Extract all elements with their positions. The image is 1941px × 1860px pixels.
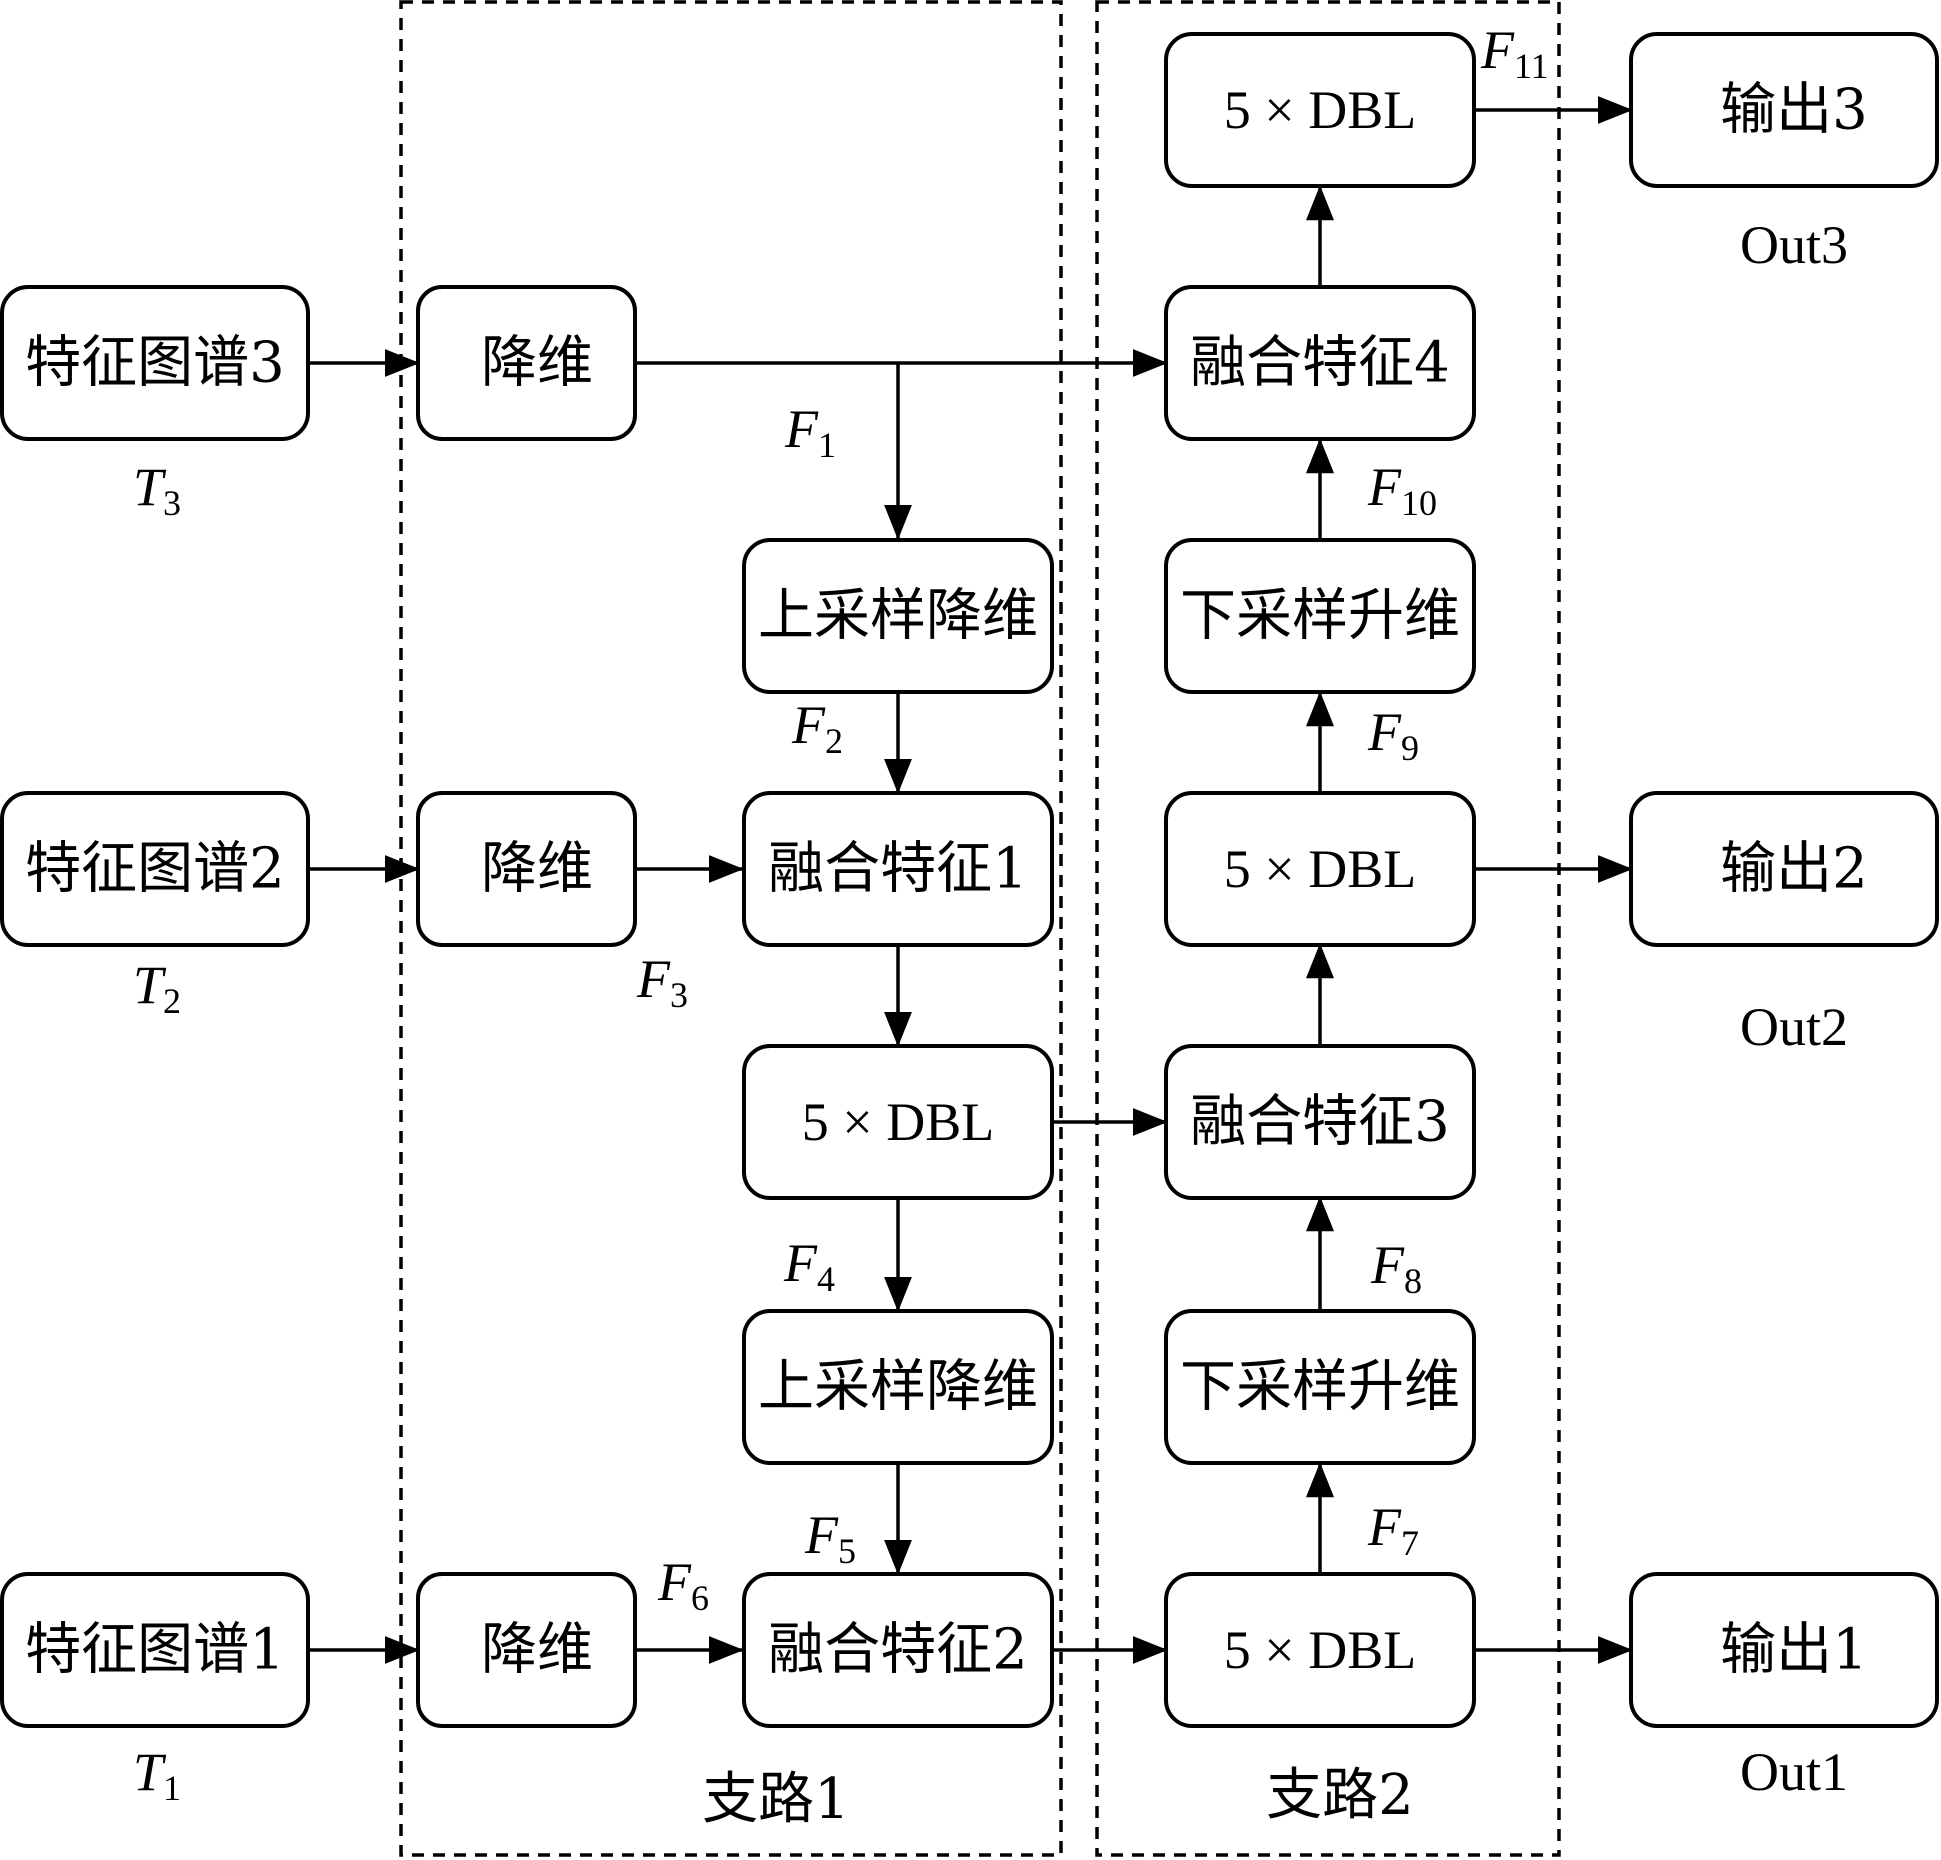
node-upsample-a-label: 上采样降维 <box>758 584 1038 649</box>
node-fmap1: 特征图谱1 <box>0 1572 310 1728</box>
node-output3: 输出3 <box>1629 32 1939 188</box>
branch2-region <box>1095 0 1561 1857</box>
t3-label: T3 <box>133 457 181 523</box>
t2-label: T2 <box>133 955 181 1021</box>
f4-label: F4 <box>783 1233 835 1299</box>
f10-label: F10 <box>1367 457 1437 523</box>
f2-label: F2 <box>791 695 843 761</box>
f9-label: F9 <box>1367 702 1419 768</box>
node-output1: 输出1 <box>1629 1572 1939 1728</box>
node-fuse1: 融合特征1 <box>742 791 1054 947</box>
node-fmap1-label: 特征图谱1 <box>25 1618 285 1683</box>
node-dbl-out2-label: 5 × DBL <box>1224 839 1416 899</box>
out3-caption: Out3 <box>1740 215 1848 275</box>
f6-label: F6 <box>657 1552 709 1618</box>
f3-label: F3 <box>636 949 688 1015</box>
branch2-caption: 支路2 <box>1266 1763 1414 1828</box>
node-reduce1-label: 降维 <box>481 1618 593 1683</box>
node-fuse2-label: 融合特征2 <box>768 1618 1028 1683</box>
node-dbl-out3: 5 × DBL <box>1164 32 1476 188</box>
node-fmap3: 特征图谱3 <box>0 285 310 441</box>
node-fuse1-label: 融合特征1 <box>768 837 1028 902</box>
f8-label: F8 <box>1370 1235 1422 1301</box>
node-reduce1: 降维 <box>416 1572 637 1728</box>
node-output2-label: 输出2 <box>1720 837 1868 902</box>
branch1-region <box>399 0 1063 1857</box>
node-fmap2-label: 特征图谱2 <box>25 837 285 902</box>
node-dbl-mid: 5 × DBL <box>742 1044 1054 1200</box>
node-dbl-out1: 5 × DBL <box>1164 1572 1476 1728</box>
node-upsample-a: 上采样降维 <box>742 538 1054 694</box>
node-fuse3-label: 融合特征3 <box>1190 1090 1450 1155</box>
node-down-a: 下采样升维 <box>1164 1309 1476 1465</box>
out2-caption: Out2 <box>1740 997 1848 1057</box>
f1-label: F1 <box>784 399 836 465</box>
f11-label: F11 <box>1480 20 1549 86</box>
node-output2: 输出2 <box>1629 791 1939 947</box>
node-reduce2: 降维 <box>416 791 637 947</box>
node-dbl-out2: 5 × DBL <box>1164 791 1476 947</box>
node-dbl-mid-label: 5 × DBL <box>802 1092 994 1152</box>
node-fmap3-label: 特征图谱3 <box>25 331 285 396</box>
node-output3-label: 输出3 <box>1720 78 1868 143</box>
node-reduce2-label: 降维 <box>481 837 593 902</box>
node-fuse4-label: 融合特征4 <box>1190 331 1450 396</box>
node-upsample-b: 上采样降维 <box>742 1309 1054 1465</box>
node-dbl-out3-label: 5 × DBL <box>1224 80 1416 140</box>
node-upsample-b-label: 上采样降维 <box>758 1355 1038 1420</box>
node-reduce3-label: 降维 <box>481 331 593 396</box>
branch1-caption: 支路1 <box>702 1767 850 1832</box>
out1-caption: Out1 <box>1740 1742 1848 1802</box>
connectors <box>308 96 1633 1664</box>
node-output1-label: 输出1 <box>1720 1618 1868 1683</box>
node-dbl-out1-label: 5 × DBL <box>1224 1620 1416 1680</box>
node-fuse4: 融合特征4 <box>1164 285 1476 441</box>
f5-label: F5 <box>804 1505 856 1571</box>
node-fuse3: 融合特征3 <box>1164 1044 1476 1200</box>
node-down-a-label: 下采样升维 <box>1180 1355 1460 1420</box>
node-reduce3: 降维 <box>416 285 637 441</box>
node-down-b-label: 下采样升维 <box>1180 584 1460 649</box>
node-down-b: 下采样升维 <box>1164 538 1476 694</box>
node-fuse2: 融合特征2 <box>742 1572 1054 1728</box>
f7-label: F7 <box>1367 1497 1419 1563</box>
node-fmap2: 特征图谱2 <box>0 791 310 947</box>
t1-label: T1 <box>133 1742 181 1808</box>
